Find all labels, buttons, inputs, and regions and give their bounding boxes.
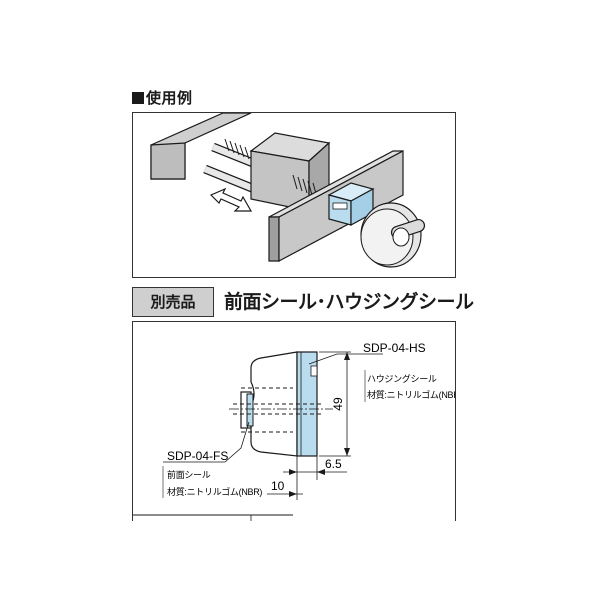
handwheel-face	[360, 208, 414, 266]
usage-illustration	[132, 112, 456, 278]
back-rail-face	[150, 142, 186, 180]
counter-front	[328, 194, 352, 226]
housing-seal-leader	[308, 353, 383, 365]
dim-arrow	[289, 469, 297, 475]
front-seal-name: 前面シール	[167, 469, 211, 480]
accessory-title: 前面シール･ハウジングシール	[224, 291, 474, 313]
front-seal-part-no: SDP-04-FS	[167, 449, 228, 463]
housing-seal-part-no: SDP-04-HS	[363, 341, 426, 355]
dimension-height-lines	[319, 351, 351, 457]
screw-threads-upper	[224, 138, 250, 160]
double-arrow-icon	[209, 187, 253, 212]
dimension-thickness: 6.5	[325, 457, 342, 471]
separately-sold-tag: 別売品	[132, 287, 214, 317]
front-seal-leader	[163, 421, 250, 463]
dim-arrow	[317, 469, 325, 475]
usage-illustration-svg	[150, 113, 426, 268]
usage-heading: 使用例	[132, 88, 193, 108]
seal-drawing: 49 6.5 10 SDP-04-HS ハウジングシール 材質:ニトリルゴム(N…	[132, 321, 456, 521]
housing-seal-name: ハウジングシール	[367, 373, 437, 384]
front-seal-material: 材質:ニトリルゴム(NBR)	[167, 486, 262, 497]
handwheel-hub	[392, 227, 410, 247]
black-square-icon	[132, 92, 144, 104]
seal-drawing-svg: 49 6.5 10 SDP-04-HS ハウジングシール 材質:ニトリルゴム(N…	[133, 341, 455, 521]
counter-display	[332, 202, 348, 210]
dim-arrow	[289, 491, 297, 497]
front-rail-end	[268, 216, 280, 262]
front-seal-shape	[246, 393, 254, 427]
hidden-lines	[233, 387, 323, 433]
dim-arrow	[344, 448, 350, 456]
housing-seal-notch	[310, 365, 318, 377]
usage-heading-text: 使用例	[146, 89, 193, 107]
dimension-height: 49	[331, 397, 345, 411]
dim-arrow	[344, 352, 350, 360]
housing-seal-material: 材質:ニトリルゴム(NBR)	[367, 389, 455, 400]
dimension-offset: 10	[271, 479, 285, 493]
